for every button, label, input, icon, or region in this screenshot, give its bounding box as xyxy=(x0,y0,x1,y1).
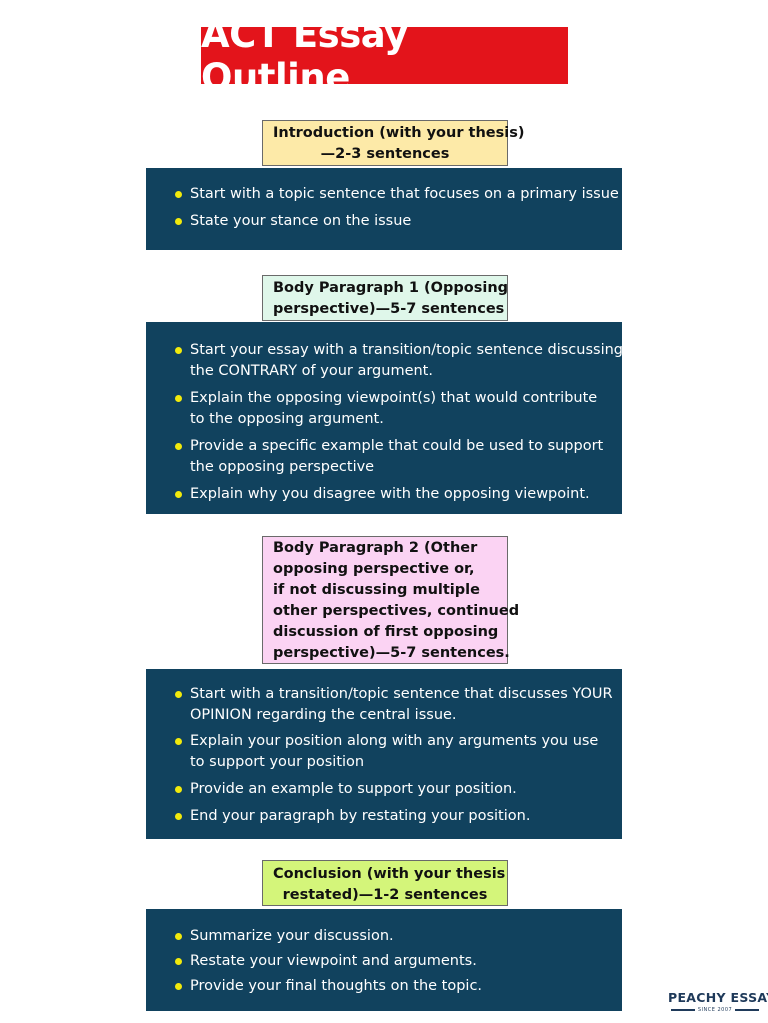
list-item: Provide your final thoughts on the topic… xyxy=(146,976,622,997)
conclusion-label-line: Conclusion (with your thesis xyxy=(273,866,506,882)
bullet-icon xyxy=(175,191,182,198)
bullet-icon xyxy=(175,218,182,225)
list-item: End your paragraph by restating your pos… xyxy=(146,806,622,827)
logo-tagline: SINCE 2007 xyxy=(697,1007,733,1013)
list-item: Provide an example to support your posit… xyxy=(146,779,622,800)
bullet-icon xyxy=(175,933,182,940)
intro-label-line: —2-3 sentences xyxy=(320,146,450,162)
body2-label-line: opposing perspective or, xyxy=(273,561,475,577)
logo-rule-right xyxy=(735,1009,760,1011)
body1-label-line: perspective)—5-7 sentences xyxy=(273,301,505,317)
conclusion-panel: Summarize your discussion. Restate your … xyxy=(146,909,622,1011)
intro-label: Introduction (with your thesis) —2-3 sen… xyxy=(262,120,525,166)
body2-label-line: other perspectives, continued xyxy=(273,603,520,619)
body1-label: Body Paragraph 1 (Opposing perspective)—… xyxy=(262,275,508,321)
intro-panel: Start with a topic sentence that focuses… xyxy=(146,168,622,250)
logo-name: PEACHY ESSAY xyxy=(668,990,768,1005)
bullet-icon xyxy=(175,786,182,793)
bullet-icon xyxy=(175,443,182,450)
list-item: Explain the opposing viewpoint(s) that w… xyxy=(146,388,622,430)
list-item: Explain your position along with any arg… xyxy=(146,731,622,773)
conclusion-label: Conclusion (with your thesis restated)—1… xyxy=(262,860,508,906)
body2-label-line: discussion of first opposing xyxy=(273,624,499,640)
bullet-icon xyxy=(175,691,182,698)
bullet-icon xyxy=(175,491,182,498)
brand-logo: PEACHY ESSAY SINCE 2007 xyxy=(668,990,768,1018)
body2-label: Body Paragraph 2 (Other opposing perspec… xyxy=(262,536,520,664)
list-item: Restate your viewpoint and arguments. xyxy=(146,951,622,972)
logo-tagline-row: SINCE 2007 xyxy=(668,1007,762,1013)
intro-label-line: Introduction (with your thesis) xyxy=(273,125,525,141)
body2-panel: Start with a transition/topic sentence t… xyxy=(146,669,622,839)
bullet-icon xyxy=(175,958,182,965)
body1-panel: Start your essay with a transition/topic… xyxy=(146,322,623,514)
list-item: Start your essay with a transition/topic… xyxy=(146,340,623,382)
conclusion-label-line: restated)—1-2 sentences xyxy=(282,887,488,903)
list-item: Provide a specific example that could be… xyxy=(146,436,622,478)
logo-rule-left xyxy=(671,1009,695,1011)
bullet-icon xyxy=(175,347,182,354)
bullet-icon xyxy=(175,813,182,820)
bullet-icon xyxy=(175,395,182,402)
body1-label-line: Body Paragraph 1 (Opposing xyxy=(273,280,509,296)
body2-label-line: Body Paragraph 2 (Other xyxy=(273,540,478,556)
bullet-icon xyxy=(175,983,182,990)
list-item: Start with a topic sentence that focuses… xyxy=(146,184,622,205)
bullet-icon xyxy=(175,738,182,745)
body2-label-line: perspective)—5-7 sentences. xyxy=(273,645,510,661)
list-item: State your stance on the issue xyxy=(146,211,622,232)
page-title: ACT Essay Outline xyxy=(201,13,568,99)
list-item: Start with a transition/topic sentence t… xyxy=(146,684,622,726)
list-item: Explain why you disagree with the opposi… xyxy=(146,484,622,505)
list-item: Summarize your discussion. xyxy=(146,926,622,947)
body2-label-line: if not discussing multiple xyxy=(273,582,480,598)
